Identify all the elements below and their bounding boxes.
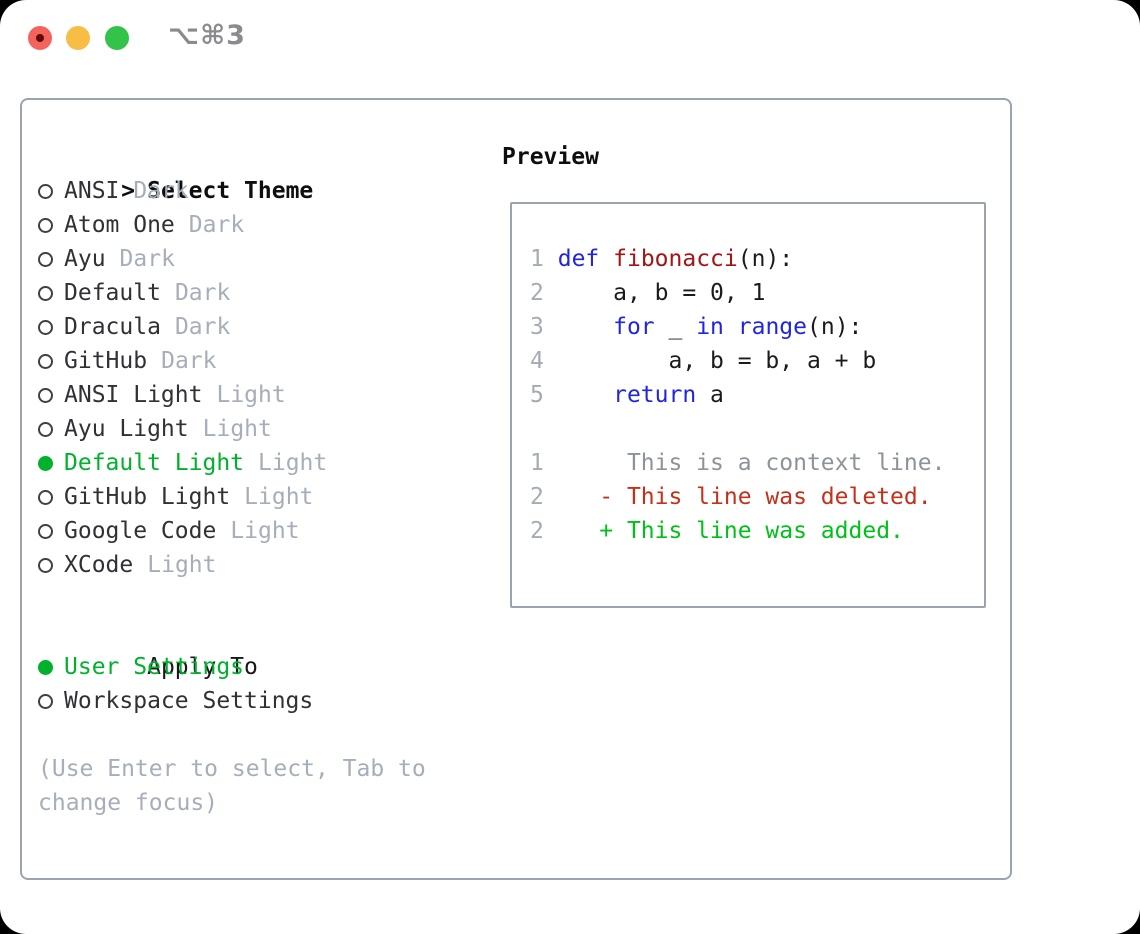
theme-name: XCode	[64, 552, 134, 578]
preview-code: 1 def fibonacci(n): 2 a, b = 0, 1 3 for _ …	[530, 242, 945, 548]
radio-icon	[38, 378, 64, 412]
radio-unselected-icon	[38, 422, 53, 437]
radio-unselected-icon	[38, 252, 53, 267]
radio-unselected-icon	[38, 286, 53, 301]
theme-variant-label: Light	[202, 416, 272, 442]
window-shortcut-label: ⌥⌘3	[168, 20, 246, 51]
theme-name: ANSI	[64, 178, 120, 204]
apply-option-user-settings[interactable]: User Settings	[38, 650, 313, 684]
theme-option-dracula[interactable]: Dracula Dark	[38, 310, 327, 344]
hint-text: (Use Enter to select, Tab to change focus…	[38, 752, 426, 820]
theme-option-google-code[interactable]: Google Code Light	[38, 514, 327, 548]
radio-icon	[38, 650, 64, 684]
theme-name: Ayu	[64, 246, 106, 272]
radio-icon	[38, 242, 64, 276]
theme-name: GitHub Light	[64, 484, 231, 510]
radio-icon	[38, 548, 64, 582]
theme-option-ansi[interactable]: ANSI Dark	[38, 174, 327, 208]
code-line: 1 def fibonacci(n):	[530, 246, 794, 272]
theme-option-atom-one[interactable]: Atom One Dark	[38, 208, 327, 242]
preview-title: Preview	[502, 144, 599, 170]
radio-selected-icon	[38, 660, 53, 675]
theme-name: Ayu Light	[64, 416, 189, 442]
radio-unselected-icon	[38, 218, 53, 233]
theme-name: Default	[64, 280, 161, 306]
theme-name: Dracula	[64, 314, 161, 340]
radio-unselected-icon	[38, 184, 53, 199]
theme-name: Default Light	[64, 450, 245, 476]
radio-icon	[38, 412, 64, 446]
radio-unselected-icon	[38, 694, 53, 709]
theme-option-default-light[interactable]: Default Light Light	[38, 446, 327, 480]
code-line: 2 + This line was added.	[530, 518, 904, 544]
radio-icon	[38, 344, 64, 378]
radio-icon	[38, 276, 64, 310]
theme-variant-label: Light	[216, 382, 286, 408]
titlebar: ⌥⌘3	[0, 0, 1140, 78]
apply-to-title: Apply To	[147, 654, 258, 680]
code-line: 3 for _ in range(n):	[530, 314, 863, 340]
theme-variant-label: Dark	[161, 348, 217, 374]
hint-line: change focus)	[38, 790, 219, 816]
radio-icon	[38, 514, 64, 548]
theme-variant-label: Dark	[188, 212, 245, 238]
radio-unselected-icon	[38, 320, 53, 335]
theme-variant-label: Dark	[119, 246, 175, 272]
theme-variant-label: Light	[147, 552, 217, 578]
preview-box: 1 def fibonacci(n): 2 a, b = 0, 1 3 for _ …	[510, 202, 986, 608]
hint-line: (Use Enter to select, Tab to	[38, 756, 426, 782]
selected-section-marker: >	[121, 178, 135, 204]
theme-name: Google Code	[64, 518, 217, 544]
radio-icon	[38, 208, 64, 242]
radio-icon	[38, 310, 64, 344]
theme-variant-label: Light	[230, 518, 300, 544]
code-line: 2 a, b = 0, 1	[530, 280, 766, 306]
code-line: 2 - This line was deleted.	[530, 484, 932, 510]
traffic-light-close-button[interactable]	[28, 26, 52, 50]
apply-option-name: User Settings	[64, 654, 245, 680]
apply-to-header: Apply To	[64, 616, 258, 680]
radio-icon	[38, 446, 64, 480]
radio-unselected-icon	[38, 354, 53, 369]
theme-name: GitHub	[64, 348, 148, 374]
unsaved-indicator-dot-icon	[36, 34, 44, 42]
theme-name: ANSI Light	[64, 382, 203, 408]
radio-unselected-icon	[38, 558, 53, 573]
code-line	[530, 412, 945, 446]
traffic-light-zoom-button[interactable]	[105, 26, 129, 50]
theme-option-ansi-light[interactable]: ANSI Light Light	[38, 378, 327, 412]
theme-variant-label: Dark	[133, 178, 189, 204]
apply-option-name: Workspace Settings	[64, 688, 314, 714]
theme-variant-label: Light	[244, 484, 314, 510]
code-line: 1 This is a context line.	[530, 450, 946, 476]
code-line: 4 a, b = b, a + b	[530, 348, 877, 374]
theme-option-ayu[interactable]: Ayu Dark	[38, 242, 327, 276]
theme-variant-label: Dark	[174, 314, 231, 340]
theme-option-github-light[interactable]: GitHub Light Light	[38, 480, 327, 514]
radio-selected-icon	[38, 456, 53, 471]
theme-option-default[interactable]: Default Dark	[38, 276, 327, 310]
apply-option-workspace-settings[interactable]: Workspace Settings	[38, 684, 313, 718]
radio-unselected-icon	[38, 524, 53, 539]
theme-panel-title: Select Theme	[147, 178, 314, 204]
radio-icon	[38, 480, 64, 514]
theme-option-xcode[interactable]: XCode Light	[38, 548, 327, 582]
traffic-light-minimize-button[interactable]	[66, 26, 90, 50]
radio-icon	[38, 174, 64, 208]
code-line: 5 return a	[530, 382, 724, 408]
theme-option-github[interactable]: GitHub Dark	[38, 344, 327, 378]
radio-unselected-icon	[38, 490, 53, 505]
theme-panel-header: > Select Theme	[38, 140, 313, 204]
theme-variant-label: Dark	[174, 280, 231, 306]
theme-variant-label: Light	[258, 450, 328, 476]
radio-icon	[38, 684, 64, 718]
theme-name: Atom One	[64, 212, 175, 238]
radio-unselected-icon	[38, 388, 53, 403]
theme-option-ayu-light[interactable]: Ayu Light Light	[38, 412, 327, 446]
